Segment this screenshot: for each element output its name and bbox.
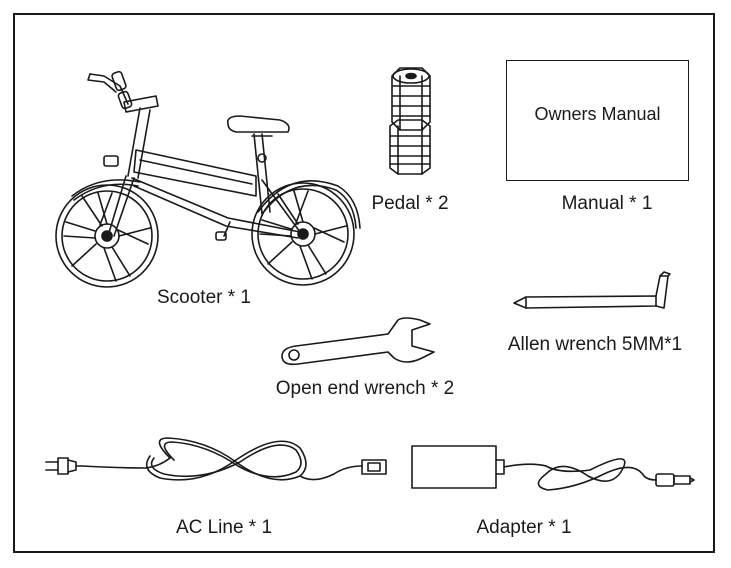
pedal-label: Pedal * 2 (371, 193, 449, 214)
allen-wrench-illustration (513, 271, 671, 309)
adapter-illustration (411, 445, 695, 491)
ac-line-label: AC Line * 1 (175, 517, 273, 538)
manual-label: Manual * 1 (561, 193, 653, 214)
owners-manual-illustration: Owners Manual (506, 60, 689, 181)
pedal-illustration (389, 67, 431, 175)
allen-wrench-label: Allen wrench 5MM*1 (507, 334, 683, 355)
scooter-label: Scooter * 1 (157, 287, 251, 308)
scooter-illustration (55, 70, 361, 288)
open-end-wrench-label: Open end wrench * 2 (275, 378, 455, 399)
adapter-label: Adapter * 1 (476, 517, 572, 538)
diagram-frame (13, 13, 715, 553)
owners-manual-cover-text: Owners Manual (534, 104, 661, 124)
ac-line-illustration (45, 437, 387, 481)
open-end-wrench-illustration (281, 317, 435, 366)
